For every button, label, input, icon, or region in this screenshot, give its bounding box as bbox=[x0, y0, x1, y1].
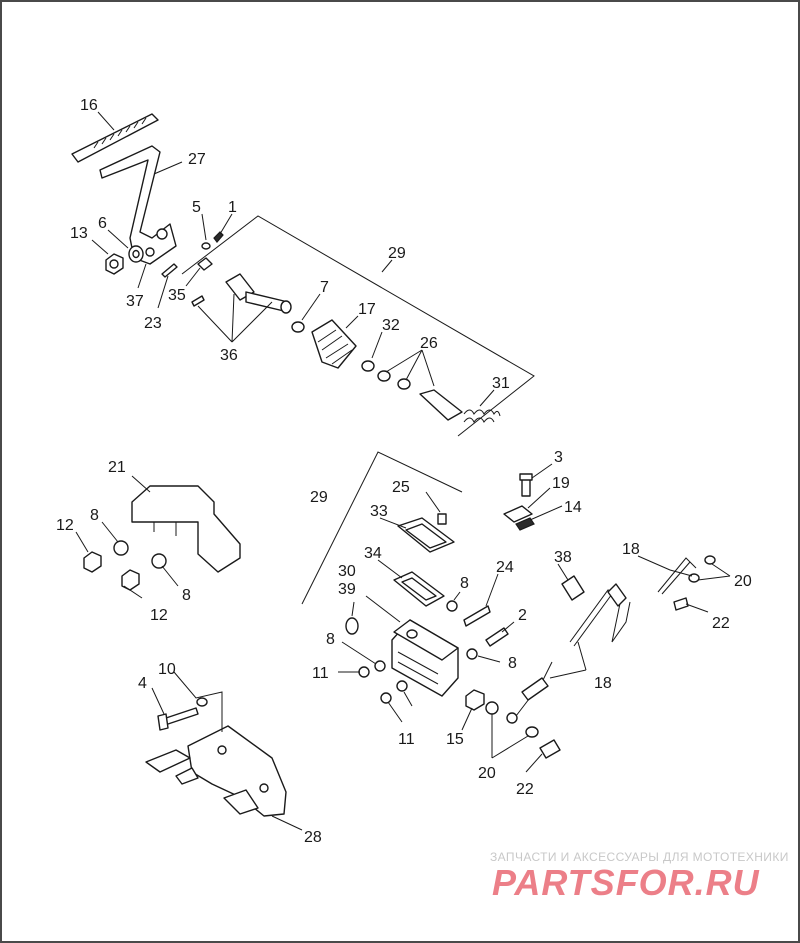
pushrod-assembly-part-36 bbox=[191, 273, 292, 314]
callout-8-mid-top: 8 bbox=[460, 575, 469, 592]
nut-part-13 bbox=[105, 253, 124, 275]
brake-pedal-part-27 bbox=[99, 145, 177, 265]
callout-3: 3 bbox=[554, 449, 563, 466]
pin-part-23 bbox=[161, 263, 178, 278]
callout-21: 21 bbox=[108, 459, 126, 476]
small-parts-5-1 bbox=[201, 231, 224, 250]
callout-32: 32 bbox=[382, 317, 400, 334]
watermark-tagline: ЗАПЧАСТИ И АКСЕССУАРЫ ДЛЯ МОТОТЕХНИКИ bbox=[490, 850, 789, 864]
nuts-part-11 bbox=[358, 666, 392, 704]
washers-part-32-26 bbox=[361, 360, 411, 390]
washers-part-20-right bbox=[688, 555, 716, 583]
callout-30: 30 bbox=[338, 563, 356, 580]
callout-17: 17 bbox=[358, 301, 376, 318]
washer-part-6 bbox=[128, 245, 144, 263]
callout-23: 23 bbox=[144, 315, 162, 332]
callout-22-right: 22 bbox=[712, 615, 730, 632]
callout-18-bottom: 18 bbox=[594, 675, 612, 692]
callout-38: 38 bbox=[554, 549, 572, 566]
washers-part-8-mid bbox=[374, 600, 478, 692]
bolt-part-22-right bbox=[673, 597, 689, 611]
bolt-part-22-bottom bbox=[539, 739, 561, 759]
switch-part-38 bbox=[561, 575, 585, 601]
callout-8-left-mid: 8 bbox=[326, 631, 335, 648]
callout-2: 2 bbox=[518, 607, 527, 624]
washer-part-7 bbox=[291, 321, 305, 333]
callout-12-top: 12 bbox=[56, 517, 74, 534]
washer-part-10 bbox=[196, 697, 208, 707]
callout-35: 35 bbox=[168, 287, 186, 304]
callout-14: 14 bbox=[564, 499, 582, 516]
bolt-part-4 bbox=[157, 707, 199, 731]
callout-18-right: 18 bbox=[622, 541, 640, 558]
bolt-part-3 bbox=[519, 473, 533, 497]
callout-8-right-mid: 8 bbox=[508, 655, 517, 672]
kit-outline-29-lower bbox=[301, 451, 463, 605]
callout-19: 19 bbox=[552, 475, 570, 492]
pedal-rod-part-16 bbox=[71, 113, 159, 163]
callout-8-left-bottom: 8 bbox=[182, 587, 191, 604]
callout-34: 34 bbox=[364, 545, 382, 562]
fittings-part-24-2 bbox=[463, 605, 509, 647]
washers-part-8-left bbox=[113, 540, 167, 569]
callout-6: 6 bbox=[98, 215, 107, 232]
cover-part-33 bbox=[397, 517, 455, 553]
callout-12-bottom: 12 bbox=[150, 607, 168, 624]
brake-lines-part-18 bbox=[506, 557, 697, 724]
callout-20-bottom: 20 bbox=[478, 765, 496, 782]
callout-22-bottom: 22 bbox=[516, 781, 534, 798]
clip-part-19-14 bbox=[503, 505, 535, 531]
spring-part-31 bbox=[463, 409, 501, 423]
callout-36: 36 bbox=[220, 347, 238, 364]
callout-29-lower: 29 bbox=[310, 489, 328, 506]
callout-16: 16 bbox=[80, 97, 98, 114]
callout-15: 15 bbox=[446, 731, 464, 748]
callout-28: 28 bbox=[304, 829, 322, 846]
callout-11-left: 11 bbox=[312, 665, 329, 682]
leader-lines bbox=[75, 111, 731, 831]
callout-7: 7 bbox=[320, 279, 329, 296]
screw-part-25 bbox=[437, 513, 447, 525]
callout-37: 37 bbox=[126, 293, 144, 310]
callout-39: 39 bbox=[338, 581, 356, 598]
callout-5: 5 bbox=[192, 199, 201, 216]
kit-outline-29-upper bbox=[181, 215, 535, 437]
callout-10: 10 bbox=[158, 661, 176, 678]
callout-25: 25 bbox=[392, 479, 410, 496]
mounting-plate-part-28 bbox=[145, 725, 287, 817]
clevis-part-35 bbox=[197, 257, 213, 271]
callout-26: 26 bbox=[420, 335, 438, 352]
callout-11-bottom: 11 bbox=[398, 731, 415, 748]
callout-27: 27 bbox=[188, 151, 206, 168]
gasket-part-34 bbox=[393, 571, 445, 607]
callout-1: 1 bbox=[228, 199, 237, 216]
bracket-part-21 bbox=[131, 485, 241, 573]
nuts-part-12 bbox=[83, 551, 140, 591]
callout-20-right: 20 bbox=[734, 573, 752, 590]
callout-4: 4 bbox=[138, 675, 147, 692]
callout-13: 13 bbox=[70, 225, 88, 242]
callout-labels: 16 27 5 1 13 6 29 37 23 35 7 17 36 32 26… bbox=[56, 97, 752, 846]
piston-part-26 bbox=[419, 389, 463, 421]
callout-8-left-top: 8 bbox=[90, 507, 99, 524]
watermark-logo: PARTSFOR.RU bbox=[492, 862, 760, 903]
oring-part-39 bbox=[345, 617, 359, 635]
callout-33: 33 bbox=[370, 503, 388, 520]
callout-24: 24 bbox=[496, 559, 514, 576]
callout-29-upper: 29 bbox=[388, 245, 406, 262]
master-cylinder-body bbox=[391, 619, 459, 697]
callout-31: 31 bbox=[492, 375, 510, 392]
fitting-part-15 bbox=[465, 689, 485, 711]
boot-part-17 bbox=[311, 319, 357, 369]
